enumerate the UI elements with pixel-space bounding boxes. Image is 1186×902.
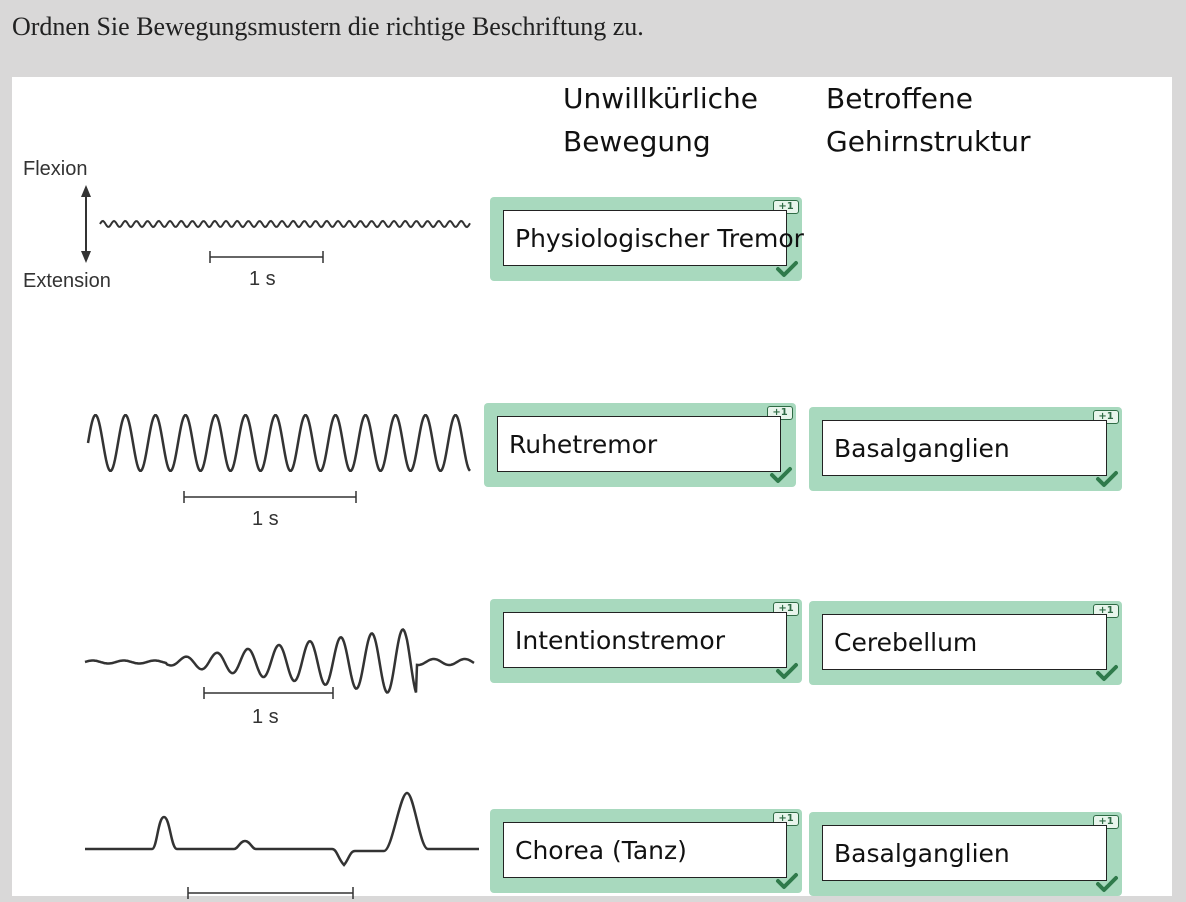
checkmark-icon — [776, 663, 798, 679]
trace-resting-tremor: 1 s — [86, 413, 471, 530]
header-structure: Betroffene Gehirnstruktur — [826, 77, 1031, 163]
scale-label: 1 s — [252, 508, 279, 530]
header-movement-line2: Bewegung — [563, 125, 711, 158]
header-structure-line1: Betroffene — [826, 82, 973, 115]
answer-label: Chorea (Tanz) — [515, 835, 687, 865]
drop-zone-movement-4[interactable]: +1 Chorea (Tanz) — [490, 809, 802, 893]
trace-intention-tremor: 1 s — [84, 628, 475, 728]
flexion-label: Flexion — [23, 158, 87, 180]
checkmark-icon — [770, 467, 792, 483]
header-movement: Unwillkürliche Bewegung — [563, 77, 758, 163]
header-structure-line2: Gehirnstruktur — [826, 125, 1031, 158]
answer-label: Cerebellum — [834, 627, 978, 657]
answer-label: Physiologischer Tremor — [515, 223, 804, 253]
answer-label: Basalganglien — [834, 838, 1010, 868]
tremor-waveform — [86, 413, 471, 473]
answer-box[interactable]: Basalganglien — [822, 420, 1107, 476]
answer-box[interactable]: Basalganglien — [822, 825, 1107, 881]
checkmark-icon — [1096, 665, 1118, 681]
answer-box[interactable]: Ruhetremor — [497, 416, 781, 472]
answer-label: Ruhetremor — [509, 429, 658, 459]
checkmark-icon — [776, 873, 798, 889]
extension-label: Extension — [23, 270, 111, 292]
answer-box[interactable]: Chorea (Tanz) — [503, 822, 787, 878]
trace-chorea — [85, 791, 479, 899]
answer-label: Basalganglien — [834, 433, 1010, 463]
drop-zone-structure-4[interactable]: +1 Basalganglien — [809, 812, 1122, 896]
question-panel: Unwillkürliche Bewegung Betroffene Gehir… — [12, 77, 1172, 899]
scale-label: 1 s — [249, 268, 276, 290]
tremor-waveform — [99, 219, 471, 229]
drop-zone-movement-3[interactable]: +1 Intentionstremor — [490, 599, 802, 683]
arrow-up-icon — [81, 185, 91, 197]
answer-label: Intentionstremor — [515, 625, 725, 655]
tremor-waveform — [84, 628, 475, 694]
drop-zone-structure-3[interactable]: +1 Cerebellum — [809, 601, 1122, 685]
answer-box[interactable]: Intentionstremor — [503, 612, 787, 668]
header-movement-line1: Unwillkürliche — [563, 82, 759, 115]
drop-zone-structure-2[interactable]: +1 Basalganglien — [809, 407, 1122, 491]
checkmark-icon — [776, 261, 798, 277]
arrow-down-icon — [81, 251, 91, 263]
checkmark-icon — [1096, 876, 1118, 892]
scale-label: 1 s — [252, 706, 279, 728]
question-prompt: Ordnen Sie Bewegungsmustern die richtige… — [12, 12, 644, 41]
drop-zone-movement-1[interactable]: +1 Physiologischer Tremor — [490, 197, 804, 281]
drop-zone-movement-2[interactable]: +1 Ruhetremor — [484, 403, 796, 487]
trace-physiological-tremor: Flexion 1 s Extension — [23, 158, 471, 292]
checkmark-icon — [1096, 471, 1118, 487]
answer-box[interactable]: Physiologischer Tremor — [503, 210, 804, 266]
answer-box[interactable]: Cerebellum — [822, 614, 1107, 670]
chorea-waveform — [85, 791, 479, 867]
